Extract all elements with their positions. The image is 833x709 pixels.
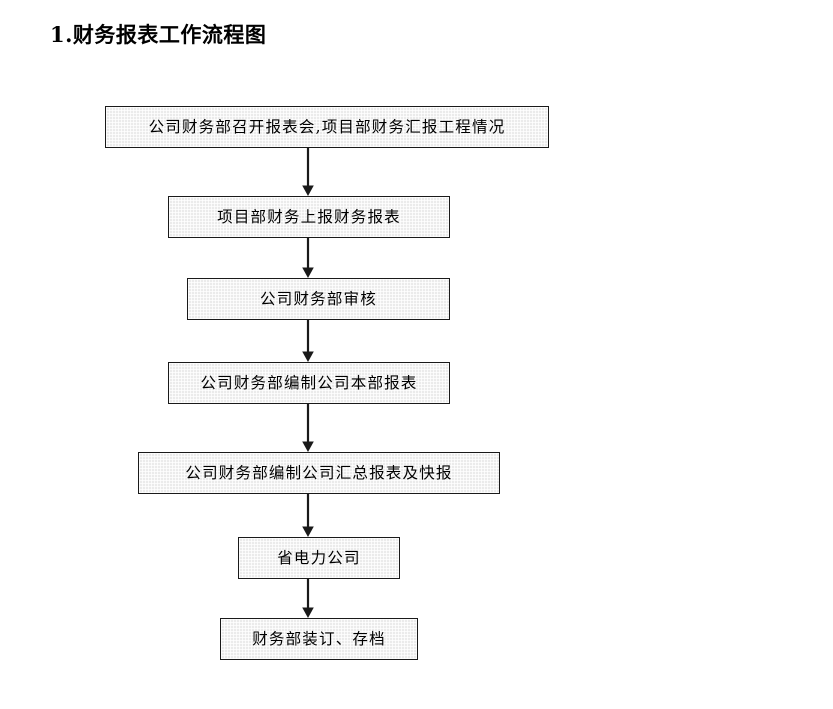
- flow-node-label: 公司财务部召开报表会,项目部财务汇报工程情况: [148, 117, 506, 136]
- page-title: 1.财务报表工作流程图: [50, 22, 267, 47]
- flow-arrow-n2-to-n3: [296, 238, 320, 278]
- flow-node-n4: 公司财务部编制公司本部报表: [168, 362, 450, 404]
- flow-node-n3: 公司财务部审核: [187, 278, 450, 320]
- flow-arrow-n4-to-n5: [296, 404, 320, 452]
- flow-node-n2: 项目部财务上报财务报表: [168, 196, 450, 238]
- flow-node-label: 公司财务部审核: [260, 289, 377, 308]
- flow-node-label: 公司财务部编制公司汇总报表及快报: [185, 463, 453, 482]
- flow-node-label: 项目部财务上报财务报表: [217, 207, 401, 226]
- flow-arrow-n1-to-n2: [296, 148, 320, 196]
- flow-arrow-n3-to-n4: [296, 320, 320, 362]
- flow-node-n1: 公司财务部召开报表会,项目部财务汇报工程情况: [105, 106, 549, 148]
- flow-node-label: 省电力公司: [277, 548, 361, 567]
- flow-arrow-n6-to-n7: [296, 579, 320, 618]
- flow-node-n5: 公司财务部编制公司汇总报表及快报: [138, 452, 500, 494]
- flow-node-label: 公司财务部编制公司本部报表: [200, 373, 418, 392]
- flow-node-n6: 省电力公司: [238, 537, 400, 579]
- flow-arrow-n5-to-n6: [296, 494, 320, 537]
- flow-node-label: 财务部装订、存档: [252, 629, 386, 648]
- flow-node-n7: 财务部装订、存档: [220, 618, 418, 660]
